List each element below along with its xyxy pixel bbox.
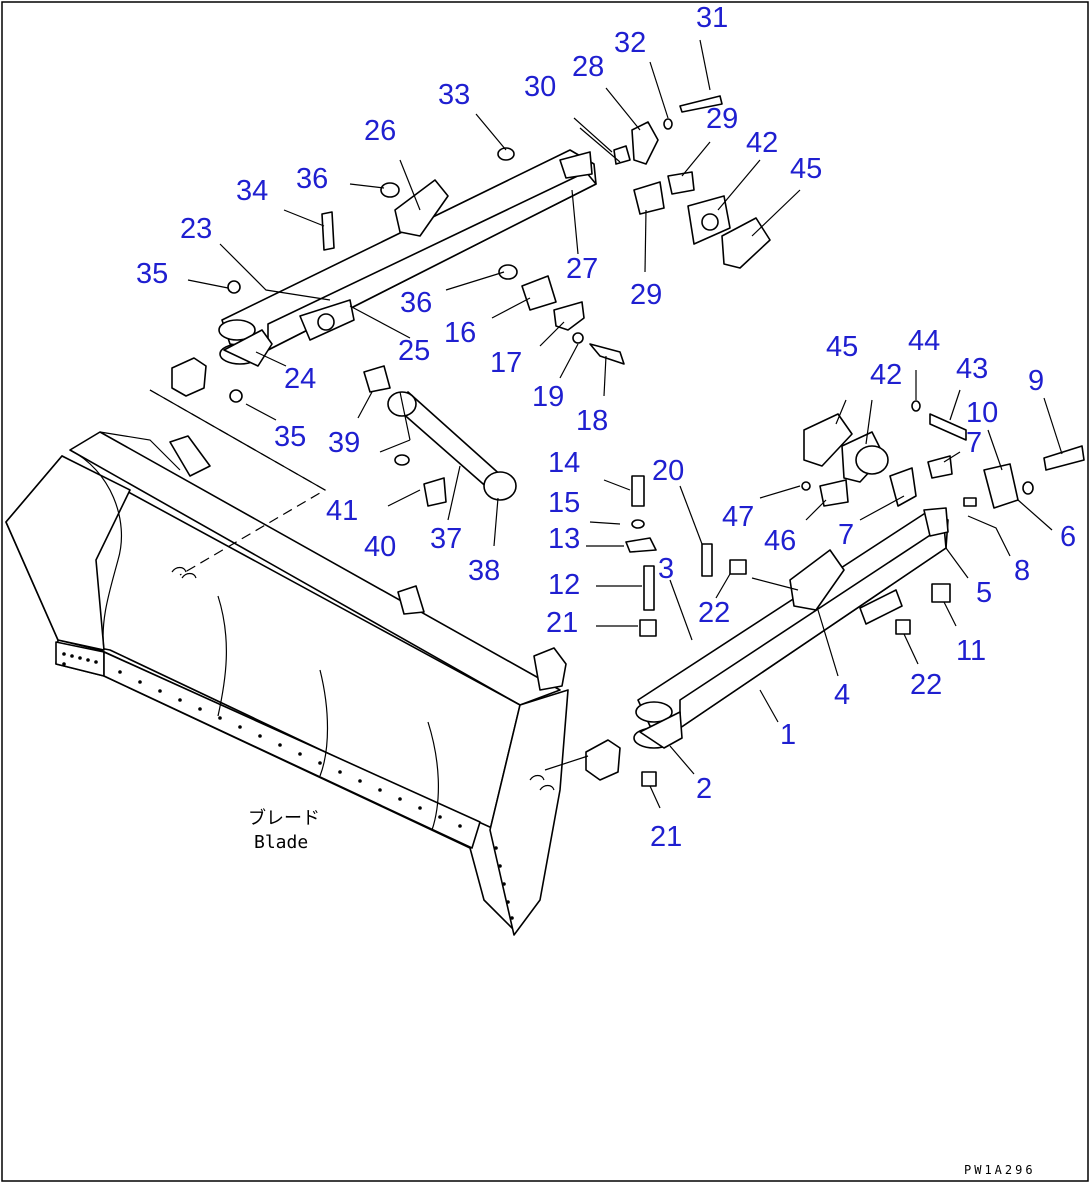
callout-9: 9	[1028, 365, 1044, 397]
trunnion-block-left	[171, 357, 207, 397]
drawing-code: PW1A296	[964, 1163, 1036, 1177]
callout-32: 32	[614, 27, 646, 59]
callout-7: 7	[966, 427, 982, 459]
callout-47: 47	[722, 501, 754, 533]
callout-30: 30	[524, 71, 556, 103]
callout-14: 14	[548, 447, 580, 479]
callout-29: 29	[630, 279, 662, 311]
callout-45: 45	[790, 153, 822, 185]
right-straight-frame	[633, 507, 949, 749]
callout-13: 13	[548, 523, 580, 555]
blade-label-japanese: ブレード	[248, 807, 320, 829]
callout-8: 8	[1014, 555, 1030, 587]
callout-19: 19	[532, 381, 564, 413]
callout-34: 34	[236, 175, 268, 207]
callout-29: 29	[706, 103, 738, 135]
callout-35: 35	[274, 421, 306, 453]
trunnion-block-right	[585, 739, 621, 781]
callout-20: 20	[652, 455, 684, 487]
callout-2: 2	[696, 773, 712, 805]
callout-24: 24	[284, 363, 316, 395]
blade-drawing	[5, 431, 569, 936]
callout-21: 21	[546, 607, 578, 639]
callout-46: 46	[764, 525, 796, 557]
callout-18: 18	[576, 405, 608, 437]
callout-35: 35	[136, 258, 168, 290]
cutting-edge-holes	[62, 652, 514, 920]
callout-33: 33	[438, 79, 470, 111]
callout-10: 10	[966, 397, 998, 429]
blade-label-english: Blade	[254, 832, 308, 853]
callout-39: 39	[328, 427, 360, 459]
callout-42: 42	[870, 359, 902, 391]
callout-41: 41	[326, 495, 358, 527]
callout-27: 27	[566, 253, 598, 285]
callout-25: 25	[398, 335, 430, 367]
callout-6: 6	[1060, 521, 1076, 553]
callout-16: 16	[444, 317, 476, 349]
diagonal-brace	[387, 391, 517, 507]
callout-36: 36	[296, 163, 328, 195]
callout-43: 43	[956, 353, 988, 385]
pivot-parts-upper	[227, 95, 771, 403]
callout-45: 45	[826, 331, 858, 363]
left-straight-frame	[218, 149, 597, 367]
callout-23: 23	[180, 213, 212, 245]
callout-26: 26	[364, 115, 396, 147]
leader-lines	[187, 39, 1063, 809]
callout-42: 42	[746, 127, 778, 159]
pivot-parts-right	[729, 400, 1085, 635]
callout-36: 36	[400, 287, 432, 319]
callout-7: 7	[838, 519, 854, 551]
callout-labels: 31 32 28 30 33 29 42 45 26 36 34 23 27 2…	[136, 2, 1076, 853]
callout-5: 5	[976, 577, 992, 609]
callout-1: 1	[780, 719, 796, 751]
callout-15: 15	[548, 487, 580, 519]
callout-11: 11	[956, 635, 986, 667]
callout-44: 44	[908, 325, 940, 357]
callout-4: 4	[834, 679, 850, 711]
callout-21: 21	[650, 821, 682, 853]
callout-37: 37	[430, 523, 462, 555]
center-pin-stack	[625, 475, 713, 787]
callout-40: 40	[364, 531, 396, 563]
callout-31: 31	[696, 2, 728, 34]
callout-38: 38	[468, 555, 500, 587]
callout-12: 12	[548, 569, 580, 601]
callout-28: 28	[572, 51, 604, 83]
callout-17: 17	[490, 347, 522, 379]
callout-3: 3	[658, 553, 674, 585]
callout-22: 22	[910, 669, 942, 701]
callout-22: 22	[698, 597, 730, 629]
